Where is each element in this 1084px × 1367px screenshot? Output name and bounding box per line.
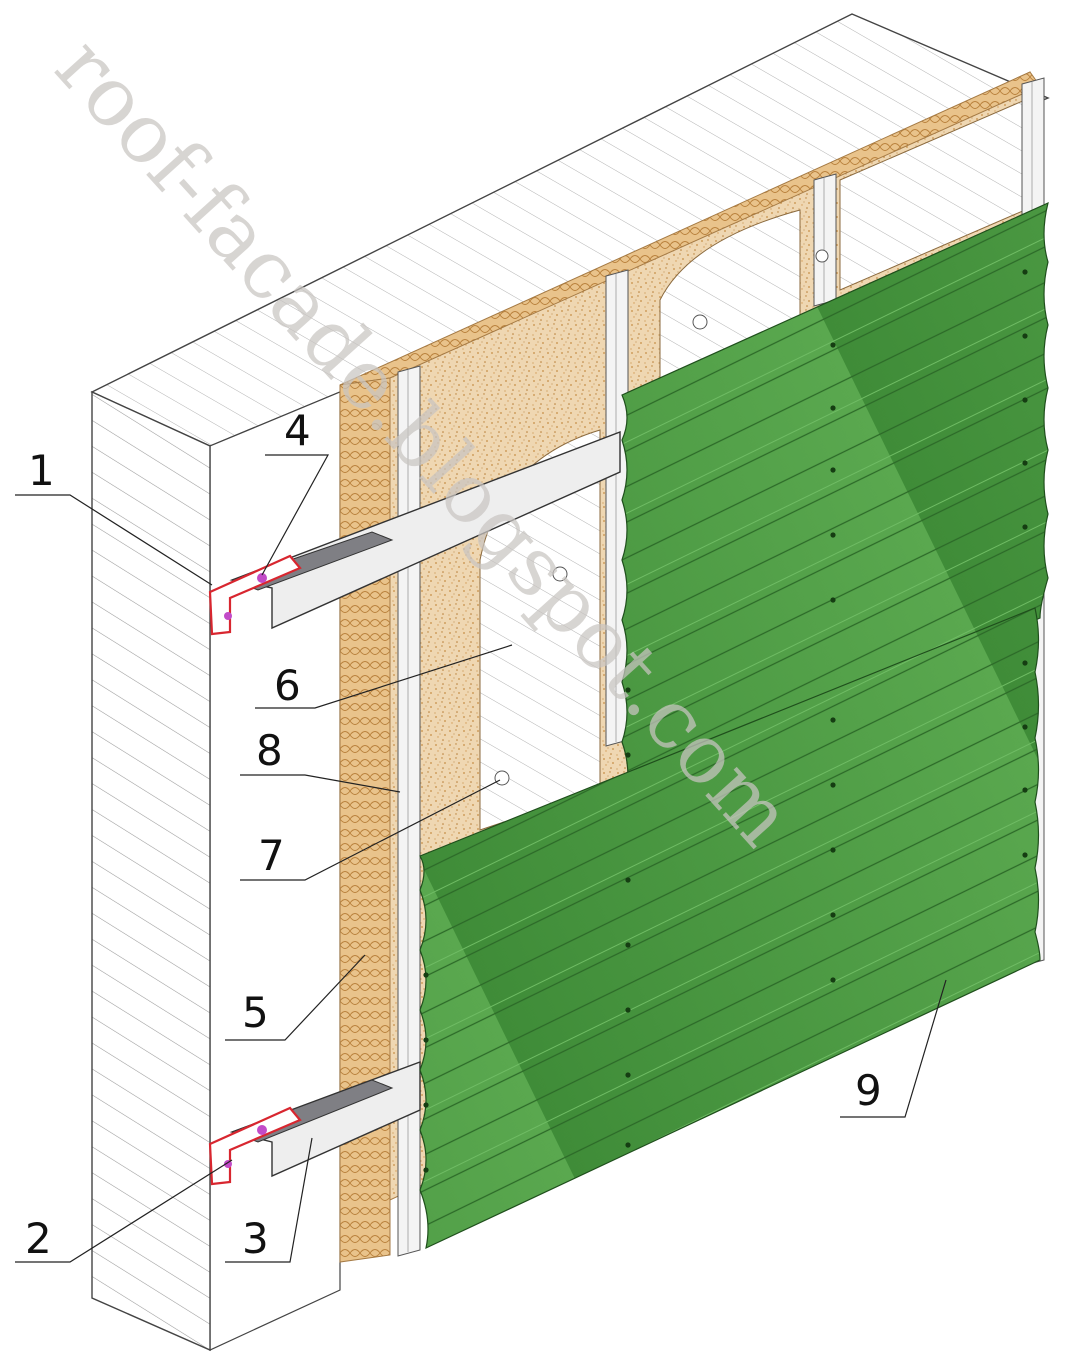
cladding-sheets (419, 201, 1049, 1250)
bracket-icon (208, 1106, 302, 1186)
bracket-icon (208, 554, 302, 636)
callout-9: 9 (855, 1066, 882, 1115)
upper-bracket-assembly (208, 430, 621, 636)
leader-lines (15, 454, 947, 1263)
leader-line-5 (225, 954, 366, 1041)
callout-4: 4 (284, 406, 311, 455)
exposed-wall-upper (659, 209, 801, 381)
rivet-icon (257, 573, 267, 583)
vertical-profile (813, 173, 837, 307)
leader-line-3 (225, 1137, 313, 1263)
leader-line-1 (15, 494, 213, 586)
callout-6: 6 (274, 661, 301, 710)
callout-2: 2 (25, 1214, 52, 1263)
leader-line-6 (255, 644, 513, 709)
leader-line-9 (840, 979, 947, 1118)
anchor-bolt-icon (224, 1160, 232, 1168)
wall (90, 13, 1050, 1352)
wall-side-face (91, 390, 211, 1352)
callout-5: 5 (242, 988, 269, 1037)
leader-line-8 (240, 774, 401, 793)
dowels (494, 249, 829, 786)
sheet-fasteners (423, 269, 1028, 1173)
cladding-sheet-lower (419, 607, 1041, 1250)
insulation-side-edge (339, 377, 391, 1263)
leader-line-7 (240, 779, 501, 881)
dowel-icon (692, 314, 708, 330)
dowel-icon (552, 566, 568, 582)
dowel-icon (815, 249, 829, 263)
callout-8: 8 (256, 726, 283, 775)
callout-labels: 1 2 3 4 5 6 7 8 9 (25, 406, 882, 1263)
callout-7: 7 (258, 831, 285, 880)
rivet-icon (257, 1125, 267, 1135)
dowel-icon (494, 770, 510, 786)
leader-line-2 (15, 1159, 233, 1263)
leader-line-4 (261, 454, 330, 576)
callout-1: 1 (28, 446, 55, 495)
callout-3: 3 (242, 1214, 269, 1263)
lower-bracket-assembly (208, 1060, 421, 1186)
anchor-bolt-icon (224, 612, 232, 620)
